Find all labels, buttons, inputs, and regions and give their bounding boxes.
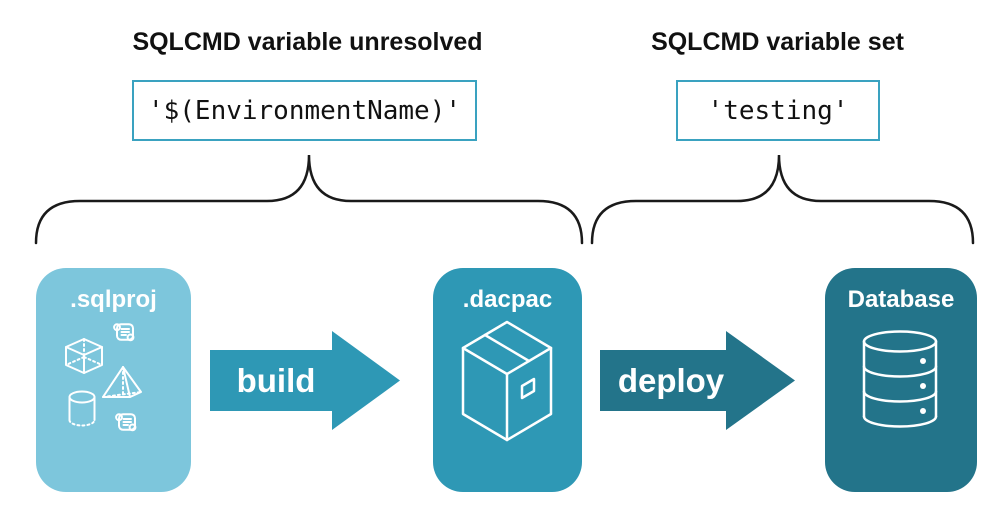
sql-objects-icon [65, 323, 142, 432]
cube-icon [65, 338, 103, 374]
package-box-icon [461, 320, 553, 442]
build-arrow-label: build [236, 362, 316, 399]
sqlproj-card-title: .sqlproj [70, 286, 157, 313]
code-environment-variable: '$(EnvironmentName)' [147, 95, 462, 126]
database-icon [862, 330, 938, 428]
code-box-environment-variable: '$(EnvironmentName)' [132, 80, 477, 141]
code-testing-value: 'testing' [707, 95, 849, 126]
pyramid-icon [102, 366, 142, 398]
scroll-icon [113, 323, 135, 342]
heading-variable-unresolved: SQLCMD variable unresolved [132, 28, 483, 56]
database-card: Database [825, 268, 977, 492]
brace-left [34, 154, 584, 245]
build-arrow [210, 331, 400, 430]
code-box-testing-value: 'testing' [676, 80, 880, 141]
scroll-icon [115, 413, 137, 432]
deploy-arrow [600, 331, 795, 430]
deploy-arrow-label: deploy [617, 362, 725, 399]
database-card-title: Database [847, 286, 955, 313]
dacpac-card: .dacpac [433, 268, 582, 492]
dacpac-card-title: .dacpac [462, 286, 553, 313]
cylinder-icon [68, 390, 96, 427]
sqlproj-card: .sqlproj [36, 268, 191, 492]
heading-variable-set: SQLCMD variable set [651, 28, 904, 56]
brace-right [590, 154, 975, 245]
